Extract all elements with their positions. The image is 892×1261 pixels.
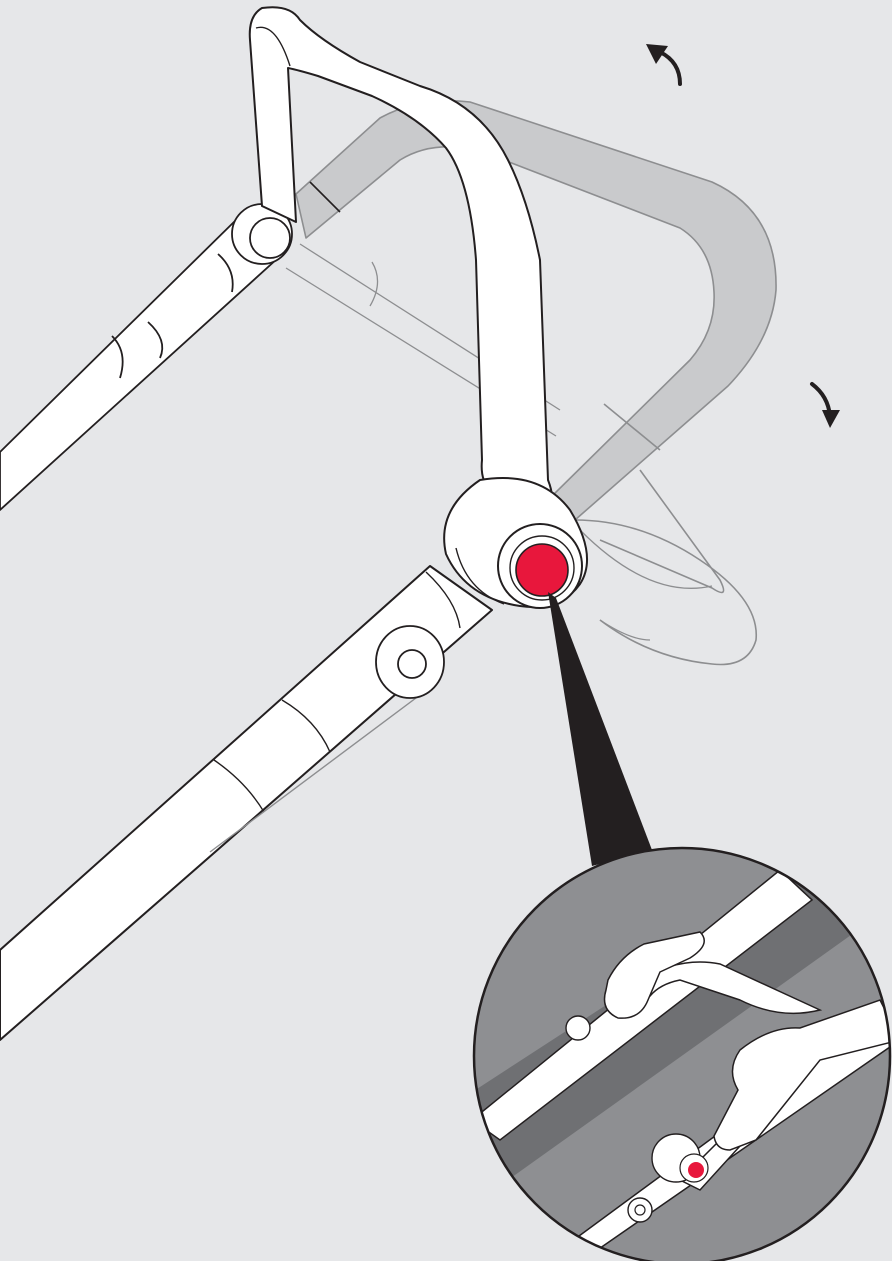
release-button-icon[interactable]: [516, 544, 568, 596]
side-hinge-joint: [376, 626, 444, 698]
zoom-release-button-icon: [688, 1162, 704, 1178]
